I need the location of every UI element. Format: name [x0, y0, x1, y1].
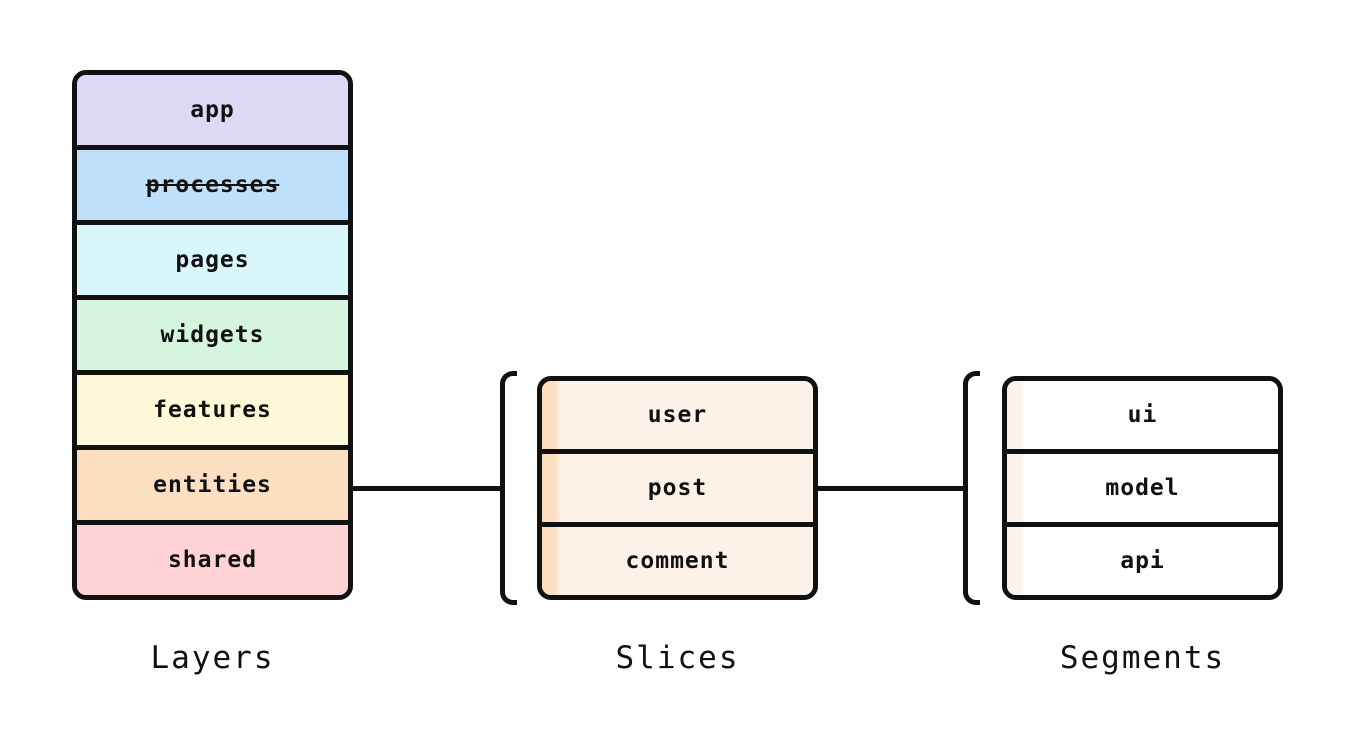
slices-rows: user post comment: [542, 381, 813, 595]
layers-row-features: features: [77, 375, 348, 450]
segments-box: ui model api: [1002, 376, 1283, 600]
layers-row-label-processes: processes: [145, 172, 280, 198]
layers-row-label-app: app: [190, 97, 235, 123]
segments-caption: Segments: [1059, 640, 1226, 676]
slices-box: user post comment: [537, 376, 818, 600]
layers-row-processes: processes: [77, 150, 348, 225]
slices-row-user: user: [542, 381, 813, 454]
segments-row-ui: ui: [1007, 381, 1278, 454]
slices-row-label-post: post: [647, 475, 708, 501]
slices-row-label-user: user: [647, 402, 708, 428]
layers-row-label-shared: shared: [167, 547, 258, 573]
segments-row-label-model: model: [1105, 475, 1180, 501]
segments-row-api: api: [1007, 527, 1278, 595]
segments-row-model: model: [1007, 454, 1278, 527]
layers-row-shared: shared: [77, 525, 348, 595]
slices-row-post: post: [542, 454, 813, 527]
segments-left-bracket: [963, 371, 980, 605]
layers-rows: app processes pages widgets features entities…: [77, 75, 348, 595]
layers-row-label-features: features: [153, 397, 272, 423]
slices-left-bracket: [500, 371, 517, 605]
layers-row-widgets: widgets: [77, 300, 348, 375]
layers-row-pages: pages: [77, 225, 348, 300]
segments-rows: ui model api: [1007, 381, 1278, 595]
connector-slices-to-segments: [816, 486, 965, 491]
layers-row-app: app: [77, 75, 348, 150]
layers-caption: Layers: [150, 640, 275, 676]
layers-row-label-pages: pages: [175, 247, 250, 273]
slices-row-comment: comment: [542, 527, 813, 595]
slices-row-label-comment: comment: [625, 548, 730, 574]
connector-entities-to-slices: [351, 486, 502, 491]
segments-row-label-api: api: [1120, 548, 1165, 574]
layers-row-label-widgets: widgets: [160, 322, 265, 348]
layers-stack: app processes pages widgets features entities…: [72, 70, 353, 600]
layers-row-entities: entities: [77, 450, 348, 525]
segments-row-label-ui: ui: [1127, 402, 1158, 428]
layers-row-label-entities: entities: [153, 472, 272, 498]
slices-caption: Slices: [615, 640, 740, 676]
